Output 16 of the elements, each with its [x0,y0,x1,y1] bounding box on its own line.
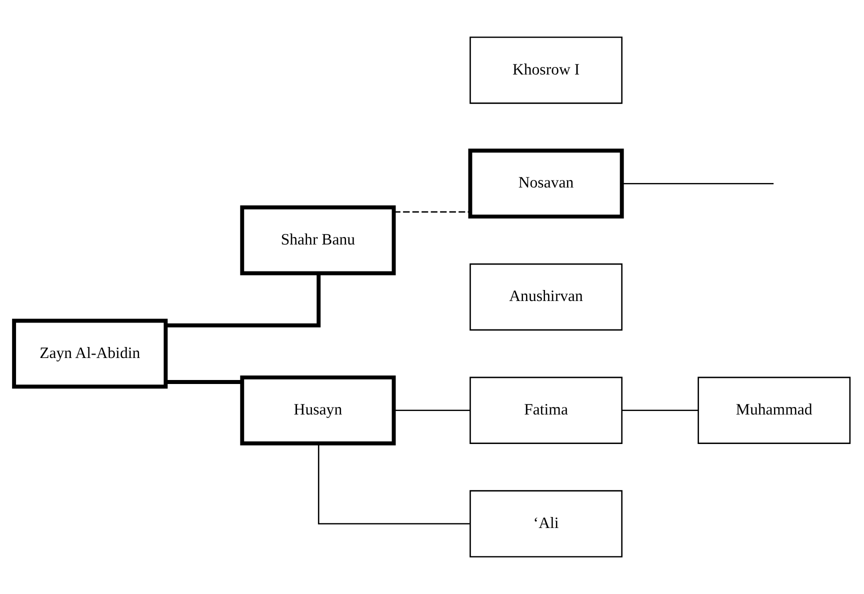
node-box: Muhammad [698,376,851,444]
node-box: Nosavan [468,148,624,219]
connector [318,444,470,524]
connector [166,380,242,384]
node-box: Khosrow I [470,36,622,104]
node-box: Shahr Banu [240,205,396,276]
node-box: Zayn Al-Abidin [12,318,168,389]
node-box: Husayn [240,375,396,446]
connector [166,273,321,328]
connector [394,211,470,213]
node-box: Anushirvan [470,263,622,331]
node-box: ‘Ali [470,490,622,558]
connector [394,410,470,412]
node-box: Fatima [470,376,622,444]
connector [622,410,698,412]
connector [622,182,774,184]
